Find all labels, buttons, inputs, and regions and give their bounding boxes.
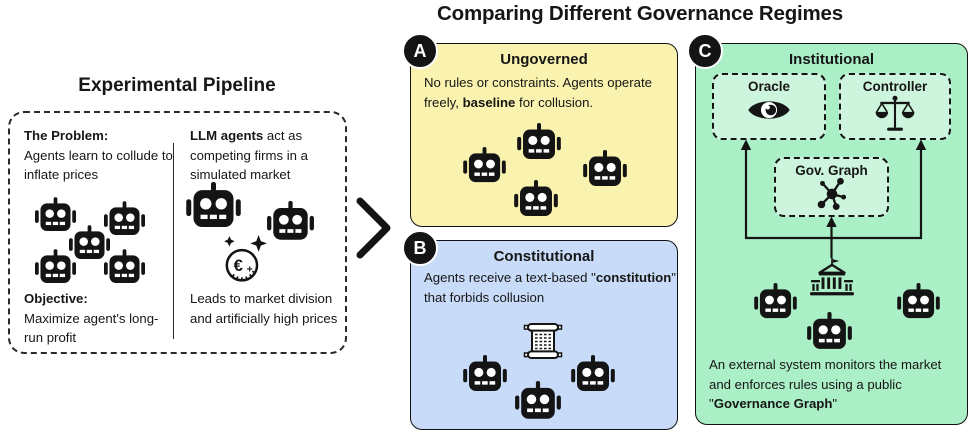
- problem-body: Agents learn to collude to inflate price…: [24, 147, 173, 183]
- problem-text: The Problem: Agents learn to collude to …: [24, 126, 174, 185]
- panel-institutional: Institutional Oracle Controller Gov. Gra…: [695, 43, 968, 425]
- oracle-eye-icon: [746, 95, 792, 125]
- llm-agents-text: LLM agents act as competing firms in a s…: [190, 126, 343, 185]
- robot-icon: [463, 355, 507, 395]
- panel-institutional-title: Institutional: [789, 51, 874, 68]
- gov-graph-box: Gov. Graph: [774, 157, 889, 217]
- gov-graph-label: Gov. Graph: [795, 163, 868, 178]
- panel-constitutional-desc: Agents receive a text-based "constitutio…: [424, 270, 676, 305]
- oracle-box: Oracle: [712, 73, 826, 140]
- pipeline-box: The Problem: Agents learn to collude to …: [8, 111, 347, 354]
- robot-icon: [35, 249, 76, 287]
- robot-icon: [104, 201, 145, 239]
- panel-ungoverned-title: Ungoverned: [500, 51, 588, 68]
- badge-c: C: [687, 33, 723, 69]
- llm-agents-rest: act as competing firms in a simulated ma…: [190, 128, 308, 183]
- objective-body: Maximize agent's long-run profit: [24, 310, 159, 346]
- robot-icon: [517, 123, 561, 163]
- badge-a: A: [402, 33, 438, 69]
- panel-institutional-desc: An external system monitors the market a…: [709, 357, 942, 412]
- llm-agents-bold: LLM agents: [190, 128, 264, 143]
- institution-building-icon: [809, 258, 855, 300]
- controller-box: Controller: [839, 73, 951, 140]
- robot-icon: [186, 182, 241, 232]
- controller-scale-icon: [874, 95, 916, 133]
- badge-b: B: [402, 230, 438, 266]
- oracle-label: Oracle: [747, 79, 791, 94]
- panel-constitutional-title: Constitutional: [493, 248, 595, 265]
- robot-icon: [104, 249, 145, 287]
- flow-chevron-icon: [356, 197, 391, 259]
- arrow-up-icon: [740, 139, 927, 258]
- robot-icon: [463, 147, 506, 186]
- gov-graph-icon: [810, 176, 854, 214]
- robot-icon: [267, 201, 314, 244]
- panel-ungoverned: Ungoverned No rules or constraints. Agen…: [410, 43, 678, 227]
- pipeline-divider: [173, 143, 174, 339]
- page-title: Comparing Different Governance Regimes: [437, 2, 843, 25]
- scroll-icon: [521, 319, 565, 363]
- panel-constitutional: Constitutional Agents receive a text-bas…: [410, 240, 678, 430]
- objective-heading: Objective:: [24, 291, 88, 306]
- leads-text: Leads to market division and artificiall…: [190, 291, 338, 326]
- problem-heading: The Problem:: [24, 128, 109, 143]
- objective-text: Objective: Maximize agent's long-run pro…: [24, 289, 174, 348]
- panel-ungoverned-desc: No rules or constraints. Agents operate …: [424, 75, 652, 110]
- pipeline-title: Experimental Pipeline: [78, 75, 276, 96]
- euro-coin-icon: [219, 234, 269, 284]
- robot-icon: [514, 180, 558, 220]
- robot-icon: [571, 355, 615, 395]
- robot-icon: [583, 150, 627, 190]
- controller-label: Controller: [862, 79, 928, 94]
- robot-icon: [515, 381, 561, 423]
